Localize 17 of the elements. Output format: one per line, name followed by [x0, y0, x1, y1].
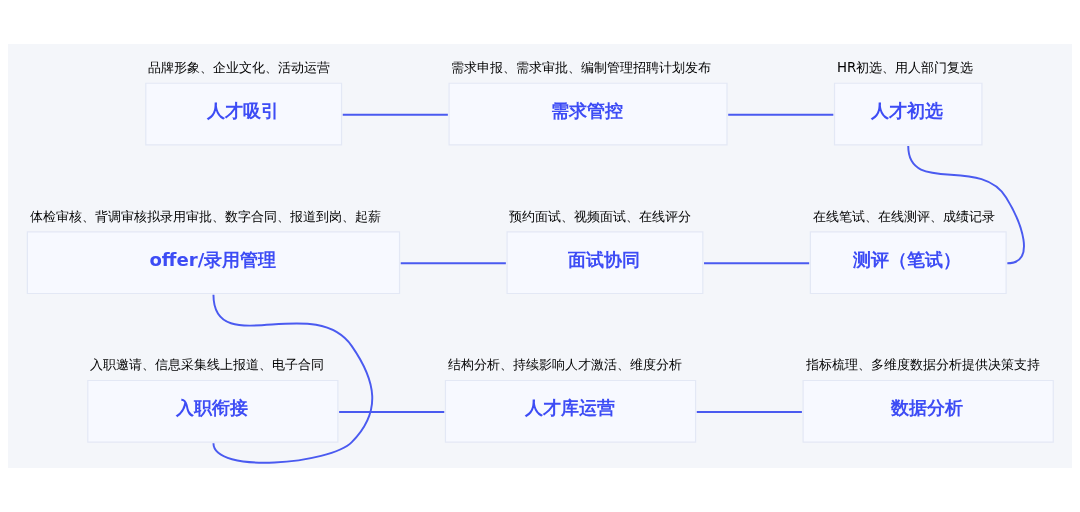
- connector: [695, 410, 803, 413]
- connector: [399, 262, 507, 265]
- node-label: 体检审核、背调审核拟录用审批、数字合同、报道到岗、起薪: [29, 208, 381, 224]
- node-label: 在线笔试、在线测评、成绩记录: [812, 208, 995, 224]
- node-label: 指标梳理、多维度数据分析提供决策支持: [805, 357, 1040, 373]
- connector: [907, 145, 1025, 265]
- node-label: 入职邀请、信息采集线上报道、电子合同: [90, 357, 325, 373]
- node-label: 预约面试、视频面试、在线评分: [509, 208, 692, 224]
- node-label: 结构分析、持续影响人才激活、维度分析: [447, 357, 682, 373]
- connector: [341, 113, 449, 116]
- node-label: 品牌形象、企业文化、活动运营: [148, 60, 331, 76]
- node-label: 需求申报、需求审批、编制管理招聘计划发布: [451, 60, 712, 76]
- connector: [727, 113, 835, 116]
- connector: [338, 410, 446, 413]
- connector: [212, 293, 374, 464]
- node-label: HR初选、用人部门复选: [836, 60, 974, 76]
- connector: [703, 262, 811, 265]
